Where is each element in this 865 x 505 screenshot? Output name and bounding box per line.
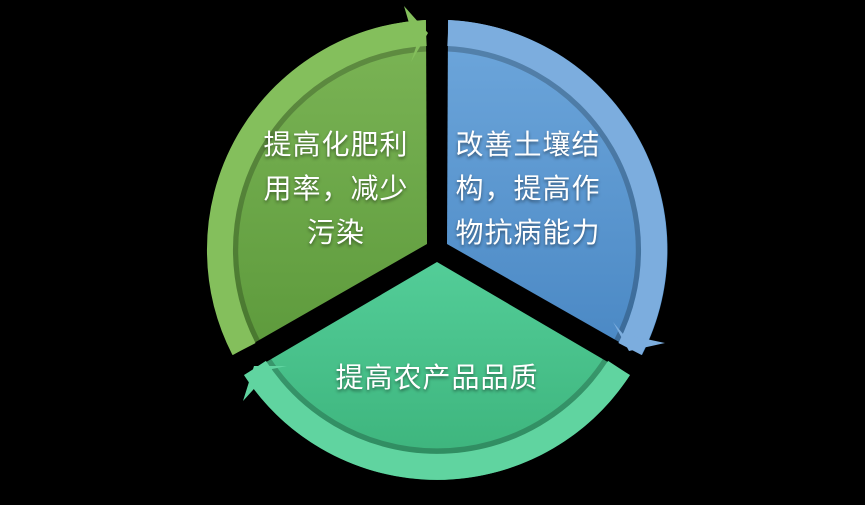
segment-quality-wedge — [244, 262, 630, 480]
segment-fertilizer — [207, 6, 428, 355]
segment-quality-rim-band — [244, 360, 630, 480]
segment-soil-rim-band — [447, 20, 667, 355]
segment-quality — [243, 262, 630, 480]
segment-fertilizer-crease — [231, 44, 428, 344]
segment-soil — [446, 20, 668, 355]
segment-soil-crease — [446, 44, 643, 344]
clockwise-arrow-icon — [613, 322, 665, 351]
clockwise-arrow-icon — [404, 6, 428, 62]
clockwise-arrow-icon — [243, 366, 287, 401]
segment-fertilizer-rim-band — [207, 20, 427, 355]
segment-quality-crease — [264, 357, 610, 456]
